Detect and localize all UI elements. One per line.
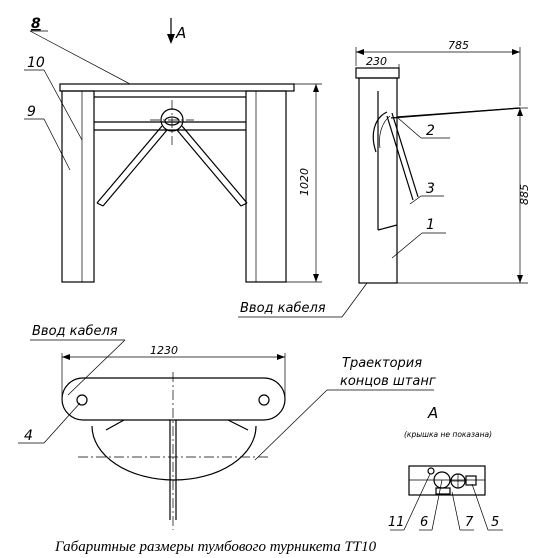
callout-1: 1 <box>426 217 435 233</box>
trajectory-ellipse <box>91 425 257 481</box>
callout-7: 7 <box>465 515 474 530</box>
leader-9 <box>43 118 71 171</box>
leader-1 <box>391 232 423 259</box>
side-height-dim: 885 <box>518 184 531 205</box>
callout-6: 6 <box>420 515 428 530</box>
callout-2: 2 <box>426 123 435 139</box>
side-cable-entry: Ввод кабеля <box>240 301 326 316</box>
side-view: 2 3 1 785 230 885 Ввод кабеля <box>238 39 531 318</box>
callout-10: 10 <box>27 55 45 71</box>
left-arm <box>96 125 163 204</box>
right-post <box>245 90 287 283</box>
cabinet-body <box>358 77 398 284</box>
leader-11 <box>403 473 431 531</box>
callout-9: 9 <box>27 104 36 120</box>
callout-8: 8 <box>31 16 41 32</box>
callout-5: 5 <box>491 515 499 530</box>
anchor-hole-left <box>76 394 88 406</box>
cabinet-dim: 230 <box>366 55 387 68</box>
trajectory-label-2: концов штанг <box>340 374 436 389</box>
side-hub <box>372 111 388 153</box>
leader-cable-top <box>67 339 126 396</box>
view-arrow-label: A <box>175 24 186 42</box>
leader-6 <box>431 479 443 531</box>
detail-note: (крышка не показана) <box>404 430 492 439</box>
figure-caption: Габаритные размеры тумбового турникета Т… <box>54 539 377 555</box>
top-view: Ввод кабеля 1230 Траектория концов штанг <box>18 324 436 530</box>
side-width-dim: 785 <box>448 39 469 52</box>
callout-4: 4 <box>24 428 33 444</box>
top-cabinet <box>61 377 286 421</box>
view-arrow-head <box>167 34 175 44</box>
detail-view: А (крышка не показана) 11 6 7 5 <box>388 404 503 531</box>
leader-10 <box>43 69 83 141</box>
top-width-dim: 1230 <box>150 344 178 357</box>
front-height-dim: 1020 <box>298 168 311 196</box>
front-view: A 8 10 9 <box>24 16 322 283</box>
callout-3: 3 <box>426 181 435 197</box>
callout-11: 11 <box>388 515 405 530</box>
detail-plate <box>408 465 486 496</box>
detail-pin <box>427 467 435 475</box>
leader-trajectory <box>254 389 328 461</box>
detail-title: А <box>427 404 438 422</box>
right-arm <box>181 125 248 204</box>
trajectory-label-1: Траектория <box>342 356 422 371</box>
top-bar <box>59 83 295 92</box>
top-cable-entry: Ввод кабеля <box>32 324 118 339</box>
cabinet-top <box>355 67 400 79</box>
leader-3 <box>409 195 422 205</box>
leader-cable-side <box>341 282 368 318</box>
leader-5 <box>471 483 489 531</box>
leader-2 <box>397 117 422 139</box>
left-post <box>61 90 95 283</box>
leader-7 <box>451 491 461 531</box>
detail-block <box>465 475 477 486</box>
anchor-hole-right <box>258 394 270 406</box>
leader-8 <box>29 30 131 85</box>
leader-4 <box>43 402 81 444</box>
